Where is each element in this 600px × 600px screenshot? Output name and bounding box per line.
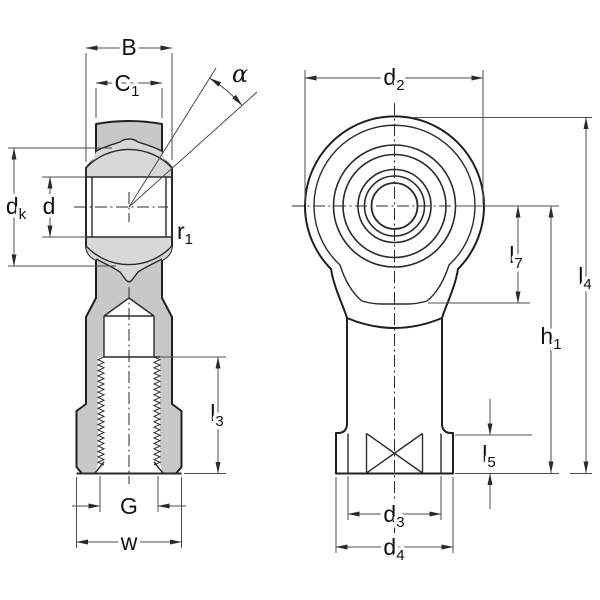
d2-extension-lines — [304, 70, 484, 204]
alpha-angle-lines — [128, 67, 258, 208]
dk-extension-lines — [8, 147, 116, 267]
left-view-dimensions — [8, 45, 258, 548]
left-view-cross-section — [74, 120, 183, 484]
dim-label-r1: r1 — [177, 218, 193, 248]
dim-label-w: w — [120, 529, 138, 555]
dim-label-dk: dk — [6, 193, 27, 223]
dim-label-l7: l7 — [509, 242, 522, 272]
dim-label-d: d — [43, 193, 56, 219]
dim-label-G: G — [120, 493, 138, 519]
C1-extension-lines — [95, 88, 163, 118]
head-bottom-edge — [346, 317, 443, 329]
dim-label-B: B — [121, 34, 136, 60]
internal-thread-left — [96, 356, 106, 466]
dim-label-l4: l4 — [578, 263, 591, 293]
housing-top-seam — [95, 138, 163, 152]
alpha-arc-arrow-upper — [209, 78, 222, 87]
dim-label-l3: l3 — [210, 400, 223, 430]
w-extension-lines — [76, 477, 182, 548]
bore-edges — [86, 176, 172, 238]
dim-label-alpha: α — [232, 60, 248, 88]
dim-label-h1: h1 — [540, 323, 561, 353]
right-view-dimensions — [304, 70, 592, 553]
internal-thread-right — [152, 356, 162, 466]
collar-inner-lines — [347, 433, 442, 473]
dim-label-d4: d4 — [383, 534, 404, 564]
dimension-labels: B C1 α dk d r1 l3 G w d2 l7 l4 h1 l5 d3 … — [2, 31, 595, 568]
d4-extension-lines — [335, 477, 454, 553]
ball-top-arc — [85, 148, 173, 169]
dim-label-d2: d2 — [383, 64, 404, 94]
dim-label-C1: C1 — [115, 70, 140, 100]
dim-label-l5: l5 — [482, 441, 495, 471]
right-view-elevation — [292, 103, 497, 533]
B-extension-lines — [85, 53, 173, 162]
thread-symbol-box — [365, 432, 424, 474]
alpha-arc-arrow-lower — [232, 94, 243, 106]
ball-bottom-arc — [85, 245, 173, 266]
threaded-hole — [95, 298, 163, 473]
thread-exit-chamfers — [94, 461, 164, 474]
head-chamfer-contour — [313, 124, 476, 305]
dim-label-d3: d3 — [383, 501, 404, 531]
